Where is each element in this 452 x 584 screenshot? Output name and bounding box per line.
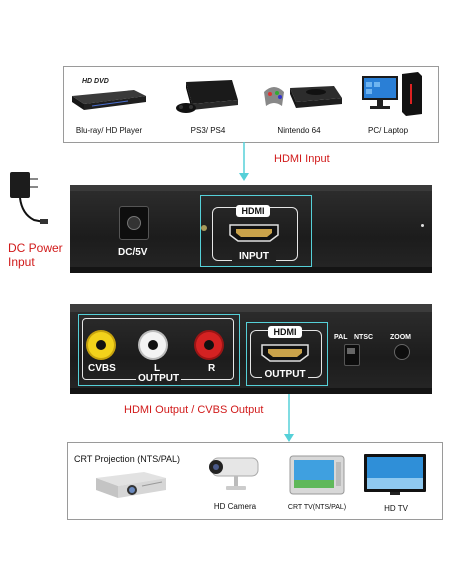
rca-output-highlight xyxy=(78,314,240,386)
screw-icon xyxy=(201,225,207,231)
hdmi-logo-text: HDMI xyxy=(241,206,265,216)
audio-l-rca-port xyxy=(140,332,166,358)
dc-jack-port xyxy=(119,206,149,240)
audio-r-rca-port xyxy=(196,332,222,358)
pal-label: PAL xyxy=(334,334,348,341)
hdmi-logo xyxy=(236,205,270,217)
hdmi-input-port xyxy=(228,224,280,242)
ntsc-label: NTSC xyxy=(354,334,374,341)
hdmi-input-highlight xyxy=(200,195,312,267)
hdmi-output-logo-text: HDMI xyxy=(273,327,297,337)
game-console-icon xyxy=(172,72,244,118)
cvbs-label: CVBS xyxy=(88,363,116,374)
dc-power-label-line1: DC Power xyxy=(8,241,63,255)
dc-5v-label: DC/5V xyxy=(118,247,148,258)
projector-icon xyxy=(90,466,170,502)
source-label-n64: Nintendo 64 xyxy=(277,126,321,135)
crt-tv-icon xyxy=(288,452,346,498)
output-label-hd-tv: HD TV xyxy=(384,504,408,513)
output-label-crt-tv: CRT TV(NTS/PAL) xyxy=(287,504,347,511)
source-label-bluray: Blu-ray/ HD Player xyxy=(75,126,143,135)
output-arrow-icon xyxy=(284,394,294,442)
n64-console-icon xyxy=(260,74,344,118)
hdmi-output-logo xyxy=(268,326,302,338)
rca-output-label: OUTPUT xyxy=(136,373,182,384)
input-label-bg xyxy=(232,252,276,262)
output-label-camera: HD Camera xyxy=(213,502,257,511)
pal-ntsc-switch[interactable] xyxy=(344,344,360,366)
hd-dvd-logo: HD DVD xyxy=(82,78,109,85)
led-indicator xyxy=(421,224,424,227)
zoom-button[interactable] xyxy=(394,344,410,360)
power-adapter-icon xyxy=(4,168,48,228)
source-label-ps: PS3/ PS4 xyxy=(190,126,226,135)
output-label-projector: CRT Projection (NTS/PAL) xyxy=(74,454,181,464)
hdmi-output-port xyxy=(260,344,310,362)
hdmi-output-highlight xyxy=(246,322,328,386)
hdmi-input-label: HDMI Input xyxy=(274,153,330,165)
bluray-player-icon: HD DVD xyxy=(68,76,148,116)
hdmi-output-port-label: OUTPUT xyxy=(264,369,306,380)
dc-power-label-line2: Input xyxy=(8,255,35,269)
source-label-pc: PC/ Laptop xyxy=(367,126,409,135)
cctv-camera-icon xyxy=(204,450,264,496)
hdmi-output-label-bg xyxy=(262,370,308,380)
cvbs-rca-port xyxy=(88,332,114,358)
hdmi-input-arrow-icon xyxy=(239,142,249,181)
audio-r-label: R xyxy=(208,363,216,374)
output-caption: HDMI Output / CVBS Output xyxy=(124,404,264,416)
flat-tv-icon xyxy=(362,452,428,498)
zoom-label: ZOOM xyxy=(390,334,411,341)
desktop-pc-icon xyxy=(358,70,428,120)
audio-l-label: L xyxy=(154,363,161,374)
hdmi-input-port-label: INPUT xyxy=(239,251,269,262)
